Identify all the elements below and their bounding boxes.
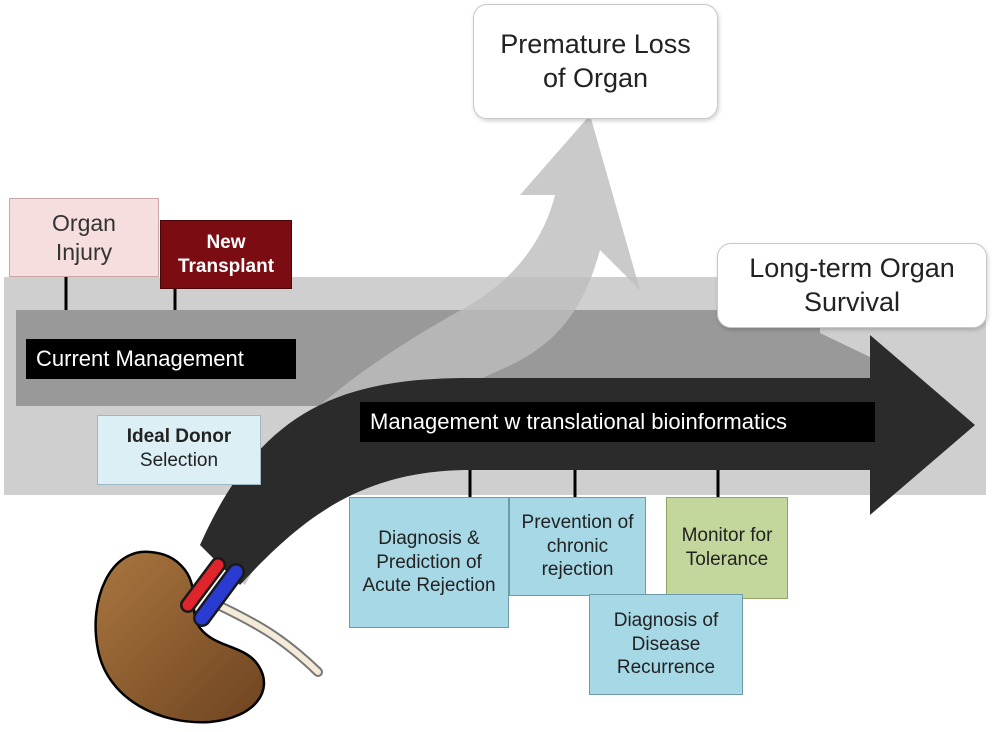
organ-injury-box: Organ Injury [9,198,159,277]
event-ticks [64,277,720,497]
bioinformatics-label: Management w translational bioinformatic… [360,402,875,442]
kidney-shape [94,550,266,724]
disease-recurrence-box: Diagnosis of Disease Recurrence [589,594,743,695]
renal-vein-fill [195,565,243,625]
chronic-rejection-box: Prevention of chronic rejection [509,497,646,596]
ideal-donor-rest: Selection [139,449,219,471]
bioinformatics-arrow [200,335,975,585]
ureter-highlight [215,602,321,675]
long-term-survival-box: Long-term Organ Survival [717,243,987,328]
tolerance-box: Monitor for Tolerance [666,497,788,599]
premature-loss-box: Premature Loss of Organ [473,4,718,119]
new-transplant-box: New Transplant [160,220,292,289]
ideal-donor-box: Ideal Donor Selection [97,415,261,485]
ideal-donor-bold: Ideal Donor [126,426,232,447]
acute-rejection-box: Diagnosis & Prediction of Acute Rejectio… [349,497,509,628]
renal-artery-fill [182,559,224,611]
kidney-icon [94,550,323,724]
current-management-label: Current Management [26,339,296,379]
